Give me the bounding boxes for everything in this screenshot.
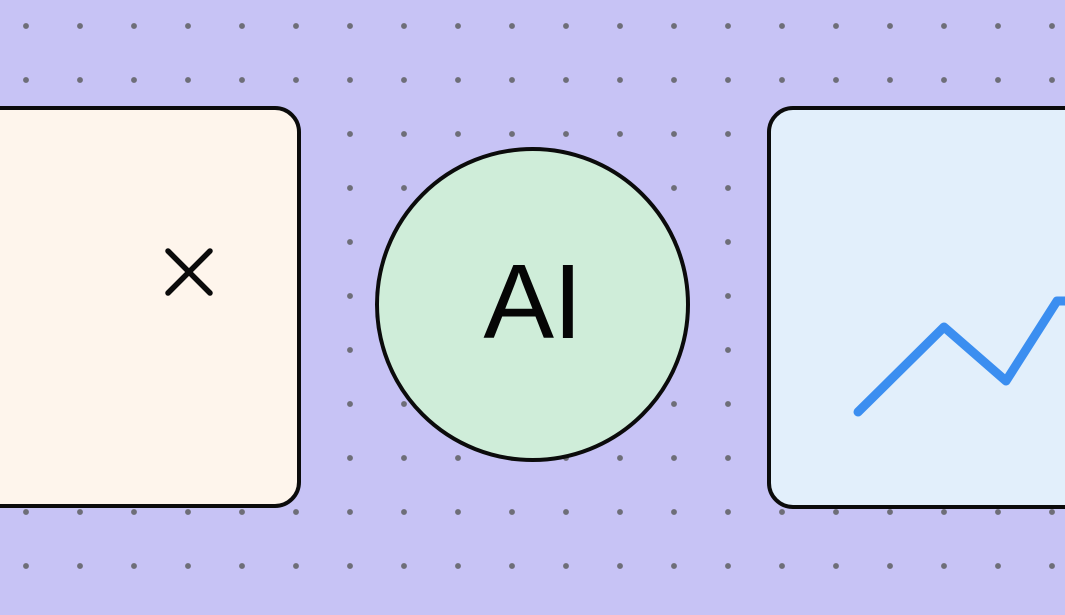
close-icon[interactable] [160,243,218,301]
ai-badge[interactable]: AI [375,147,690,462]
line-chart [853,296,1065,417]
chart-card [767,106,1065,509]
ai-badge-label: AI [483,242,582,361]
cream-card [0,106,301,508]
